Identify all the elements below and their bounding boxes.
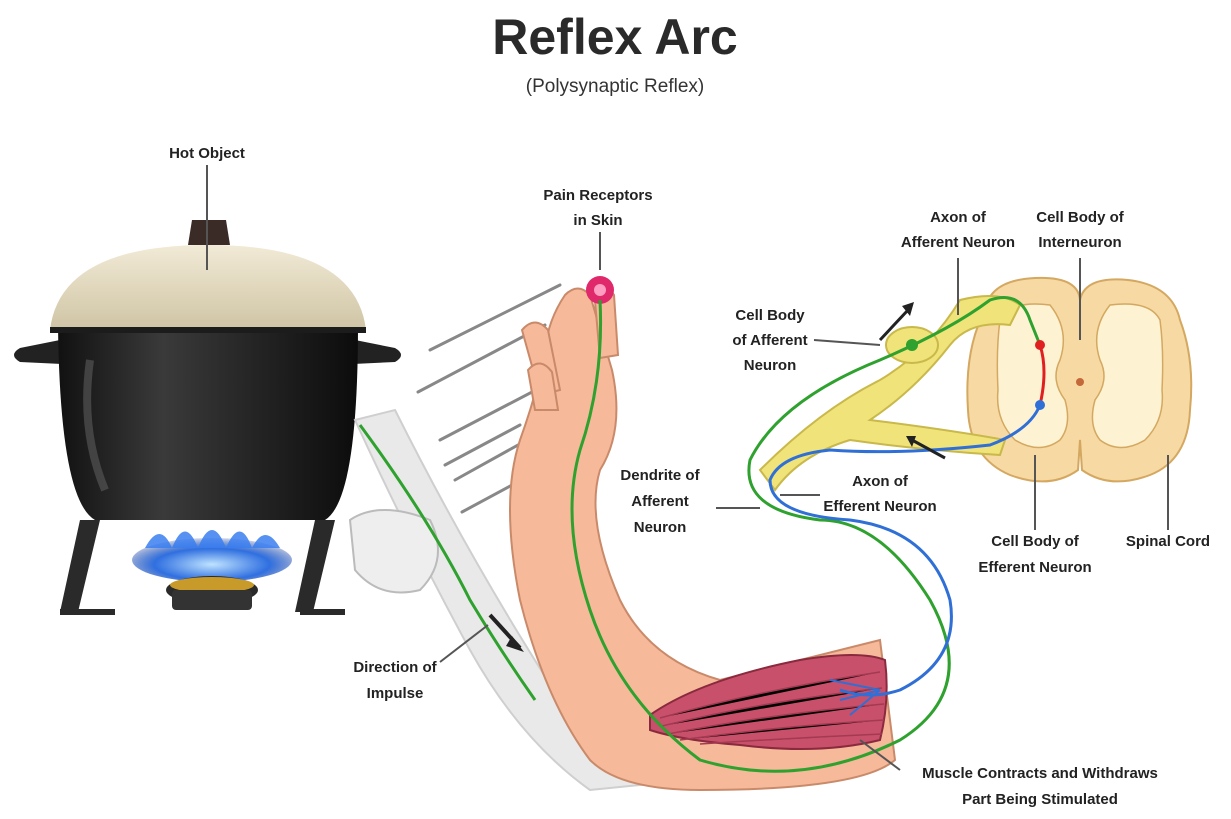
svg-text:Muscle Contracts and Withdraws: Muscle Contracts and Withdraws [922,765,1158,782]
svg-text:of Afferent: of Afferent [732,332,807,349]
svg-text:Cell Body: Cell Body [735,307,805,324]
svg-text:Afferent Neuron: Afferent Neuron [901,234,1015,251]
interneuron-cell-body [1035,340,1045,350]
stove-burner [60,520,345,612]
efferent-cell-body [1035,400,1045,410]
svg-text:Axon of: Axon of [852,473,909,490]
svg-text:Dendrite of: Dendrite of [620,467,700,484]
diagram-subtitle: (Polysynaptic Reflex) [526,76,704,97]
svg-text:Part Being Stimulated: Part Being Stimulated [962,791,1118,808]
lid-knob [188,220,230,245]
svg-text:Direction of: Direction of [353,659,437,676]
label-dendrite-afferent: Dendrite of Afferent Neuron [620,467,700,536]
svg-text:in Skin: in Skin [573,212,622,229]
label-direction-impulse: Direction of Impulse [353,659,437,702]
svg-text:Efferent Neuron: Efferent Neuron [978,559,1091,576]
label-axon-efferent: Axon of Efferent Neuron [823,473,936,515]
svg-text:Impulse: Impulse [367,685,424,702]
label-cell-body-efferent: Cell Body of Efferent Neuron [978,533,1091,576]
svg-text:Neuron: Neuron [744,357,797,374]
svg-text:Cell Body of: Cell Body of [1036,209,1125,226]
svg-text:Cell Body of: Cell Body of [991,533,1080,550]
label-spinal-cord: Spinal Cord [1126,533,1210,550]
svg-text:Efferent Neuron: Efferent Neuron [823,498,936,515]
diagram-title: Reflex Arc [492,9,737,65]
svg-text:Afferent: Afferent [631,493,689,510]
label-hot-object: Hot Object [169,145,245,162]
label-cell-body-afferent: Cell Body of Afferent Neuron [732,307,807,374]
svg-text:Interneuron: Interneuron [1038,234,1121,251]
label-muscle-contracts: Muscle Contracts and Withdraws Part Bein… [922,765,1158,808]
svg-text:Neuron: Neuron [634,519,687,536]
svg-text:Axon of: Axon of [930,209,987,226]
label-axon-afferent: Axon of Afferent Neuron [901,209,1015,251]
label-cell-body-interneuron: Cell Body of Interneuron [1036,209,1125,251]
afferent-cell-body [906,339,918,351]
label-pain-receptors: Pain Receptors in Skin [543,187,652,229]
svg-text:Pain Receptors: Pain Receptors [543,187,652,204]
